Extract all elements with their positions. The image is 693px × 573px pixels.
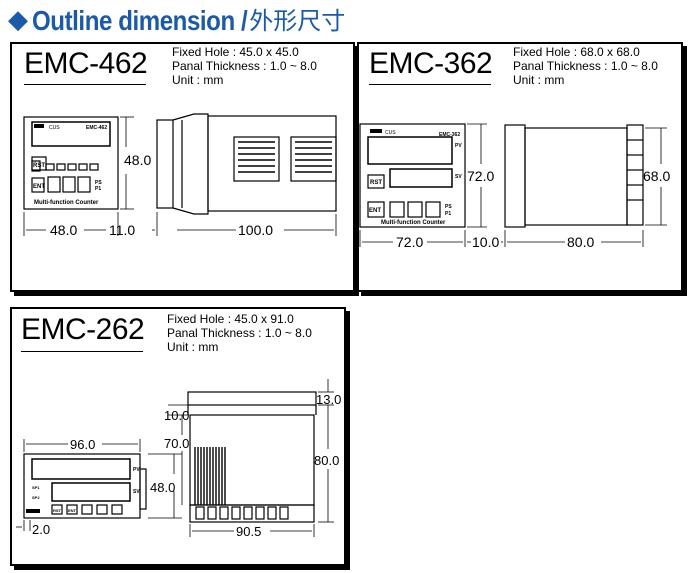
panel-emc-362: EMC-362 Fixed Hole : 68.0 x 68.0 Panal T… bbox=[357, 42, 683, 292]
front-view bbox=[23, 453, 147, 519]
side-view bbox=[156, 113, 337, 215]
spec-panel-thickness: Panal Thickness : 1.0 ~ 8.0 bbox=[172, 59, 317, 73]
ent-key: ENT bbox=[369, 208, 381, 214]
dim-body-width: 90.5 bbox=[236, 524, 261, 539]
p1-label: P1 bbox=[445, 211, 451, 217]
front-model: EMC-462 bbox=[86, 125, 107, 131]
side-view bbox=[504, 124, 644, 228]
front-view bbox=[359, 123, 466, 228]
spec-unit: Unit : mm bbox=[513, 73, 565, 87]
brand-logo bbox=[34, 124, 44, 128]
sv-label: SV bbox=[133, 489, 140, 495]
dim-top-lip: 10.0 bbox=[164, 408, 189, 423]
dim-bezel: 2.0 bbox=[32, 522, 50, 537]
ps-label: PS bbox=[95, 180, 102, 186]
spec-panel-thickness: Panal Thickness : 1.0 ~ 8.0 bbox=[513, 59, 658, 73]
title-underline bbox=[24, 84, 146, 85]
ent-key: ENT bbox=[33, 184, 45, 190]
top-view bbox=[187, 391, 317, 523]
front-caption: Multi-function Counter bbox=[34, 200, 99, 206]
sp1-label: SP1 bbox=[32, 485, 40, 490]
dim-body-top: 70.0 bbox=[164, 436, 189, 451]
dim-panel-gap: 11.0 bbox=[109, 222, 135, 238]
spec-unit: Unit : mm bbox=[167, 340, 219, 354]
rst-key: RST bbox=[33, 163, 45, 169]
dim-top-flange: 13.0 bbox=[316, 392, 341, 407]
spec-fixed-hole: Fixed Hole : 68.0 x 68.0 bbox=[513, 45, 640, 59]
ps-label: PS bbox=[445, 204, 452, 210]
front-brand: CUS bbox=[49, 125, 60, 131]
brand-logo bbox=[26, 509, 40, 513]
title-underline bbox=[21, 351, 143, 352]
dim-depth: 80.0 bbox=[567, 234, 594, 250]
drawing-emc-462: CUS EMC-462 RST ENT PS P1 Multi-function… bbox=[23, 113, 337, 238]
dim-front-height: 48.0 bbox=[150, 480, 175, 495]
sv-label: SV bbox=[455, 174, 462, 180]
drawing-emc-262: PV SV SP1 SP2 RST ENT bbox=[16, 379, 341, 539]
panel-emc-462: EMC-462 Fixed Hole : 45.0 x 45.0 Panal T… bbox=[10, 42, 355, 292]
panel-emc-262: EMC-262 Fixed Hole : 45.0 x 91.0 Panal T… bbox=[10, 307, 346, 566]
model-title: EMC-462 bbox=[24, 47, 148, 80]
spec-block: Fixed Hole : 45.0 x 45.0 Panal Thickness… bbox=[172, 45, 317, 87]
title-underline bbox=[369, 84, 491, 85]
rst-key: RST bbox=[53, 508, 62, 513]
spec-block: Fixed Hole : 45.0 x 91.0 Panal Thickness… bbox=[167, 312, 312, 354]
dim-side-depth: 80.0 bbox=[314, 453, 339, 468]
page-title: ◆ Outline dimension / 外形尺寸 bbox=[8, 2, 345, 36]
pv-label: PV bbox=[455, 143, 462, 149]
p1-label: P1 bbox=[95, 186, 101, 192]
pv-label: PV bbox=[133, 467, 140, 473]
spec-unit: Unit : mm bbox=[172, 73, 224, 87]
spec-fixed-hole: Fixed Hole : 45.0 x 45.0 bbox=[172, 45, 299, 59]
dim-panel-gap: 10.0 bbox=[472, 234, 499, 250]
front-view bbox=[23, 116, 119, 210]
sp2-label: SP2 bbox=[32, 495, 40, 500]
front-brand: CUS bbox=[385, 130, 396, 136]
dim-front-height: 48.0 bbox=[124, 152, 151, 168]
title-chinese: 外形尺寸 bbox=[249, 8, 346, 35]
brand-logo bbox=[370, 129, 382, 133]
dim-front-width: 72.0 bbox=[396, 234, 423, 250]
front-caption: Multi-function Counter bbox=[381, 220, 446, 226]
model-title: EMC-262 bbox=[21, 313, 145, 346]
title-english: Outline dimension / bbox=[32, 5, 248, 36]
spec-fixed-hole: Fixed Hole : 45.0 x 91.0 bbox=[167, 312, 294, 326]
drawing-emc-362: CUS EMC-362 PV SV RST ENT PS P1 Multi-fu… bbox=[359, 123, 670, 250]
dim-front-width: 48.0 bbox=[50, 222, 77, 238]
dim-front-height: 72.0 bbox=[467, 168, 494, 184]
dimension-lines bbox=[359, 123, 667, 247]
dim-body-height: 68.0 bbox=[643, 168, 670, 184]
spec-panel-thickness: Panal Thickness : 1.0 ~ 8.0 bbox=[167, 326, 312, 340]
dimension-lines bbox=[16, 379, 334, 537]
dim-depth: 100.0 bbox=[238, 222, 273, 238]
dim-front-width: 96.0 bbox=[70, 437, 95, 452]
ent-key: ENT bbox=[68, 508, 77, 513]
rst-key: RST bbox=[370, 180, 382, 186]
model-title: EMC-362 bbox=[369, 47, 493, 80]
vent-lines bbox=[194, 447, 226, 505]
spec-block: Fixed Hole : 68.0 x 68.0 Panal Thickness… bbox=[513, 45, 658, 87]
vent-lines bbox=[238, 141, 332, 173]
front-model: EMC-362 bbox=[439, 132, 460, 138]
diamond-icon: ◆ bbox=[8, 4, 28, 34]
dimension-lines bbox=[23, 116, 337, 236]
